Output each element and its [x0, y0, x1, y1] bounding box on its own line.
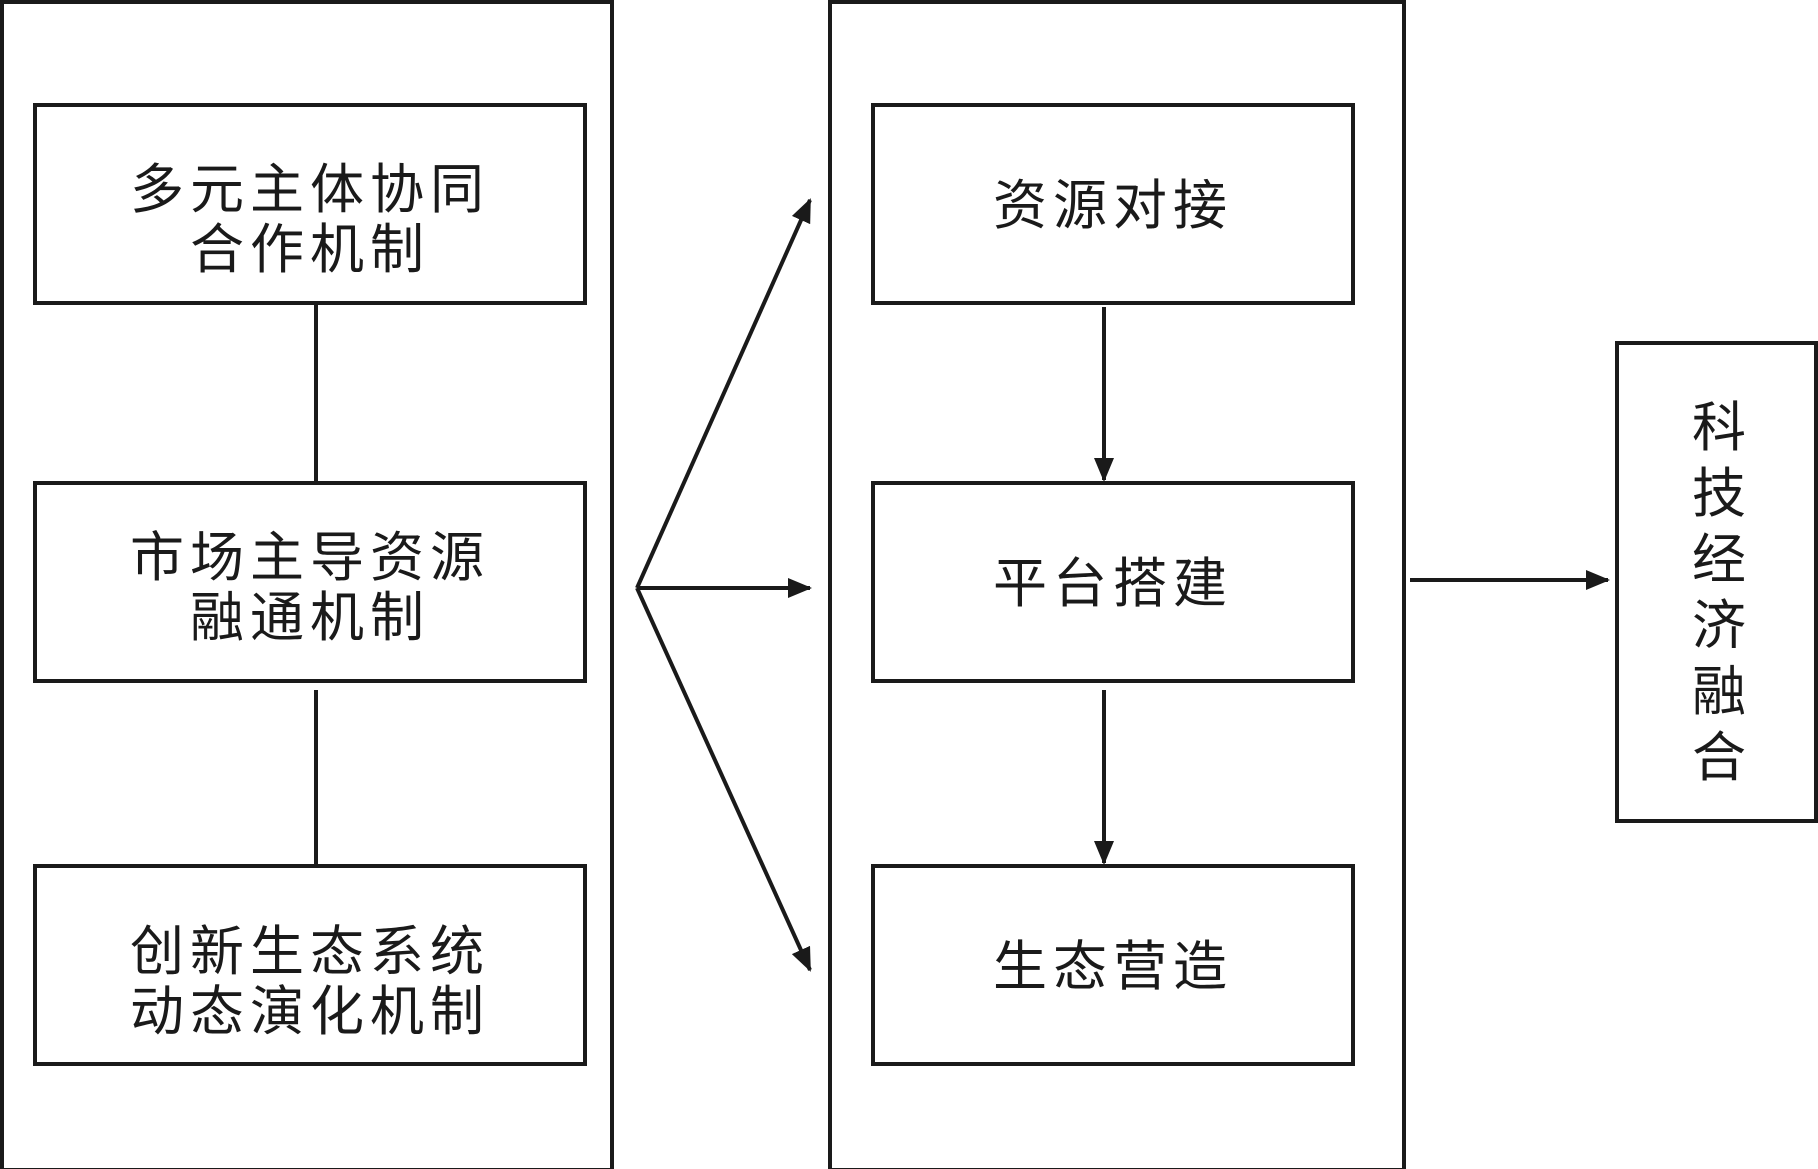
mechanism-1-line2: 合作机制	[190, 218, 430, 281]
outcome-char-6: 合	[1692, 726, 1752, 789]
stage-2-label: 平台搭建	[993, 552, 1233, 615]
outcome-char-3: 经	[1692, 528, 1752, 591]
outcome-char-5: 融	[1692, 660, 1752, 723]
outcome-box	[1615, 341, 1818, 823]
mechanism-3-line1: 创新生态系统	[130, 920, 490, 983]
mechanism-3-line2: 动态演化机制	[130, 980, 490, 1043]
outcome-char-2: 技	[1692, 462, 1752, 525]
mechanism-2-line2: 融通机制	[190, 586, 430, 649]
mechanisms-panel	[0, 0, 614, 1169]
stage-box-2	[871, 481, 1355, 683]
mechanism-box-1	[33, 103, 587, 305]
mechanism-2-line1: 市场主导资源	[130, 526, 490, 589]
mechanism-box-3	[33, 864, 587, 1066]
outcome-char-1: 科	[1692, 396, 1752, 459]
stage-box-3	[871, 864, 1355, 1066]
mechanism-1-line1: 多元主体协同	[130, 158, 490, 221]
fan-arrow-down	[635, 587, 812, 972]
stage-box-1	[871, 103, 1355, 305]
fan-arrow-up	[635, 198, 812, 589]
mechanism-box-2	[33, 481, 587, 683]
stage-3-label: 生态营造	[993, 935, 1233, 998]
outcome-char-4: 济	[1692, 594, 1752, 657]
stage-1-label: 资源对接	[993, 174, 1233, 237]
stages-panel	[828, 0, 1406, 1169]
